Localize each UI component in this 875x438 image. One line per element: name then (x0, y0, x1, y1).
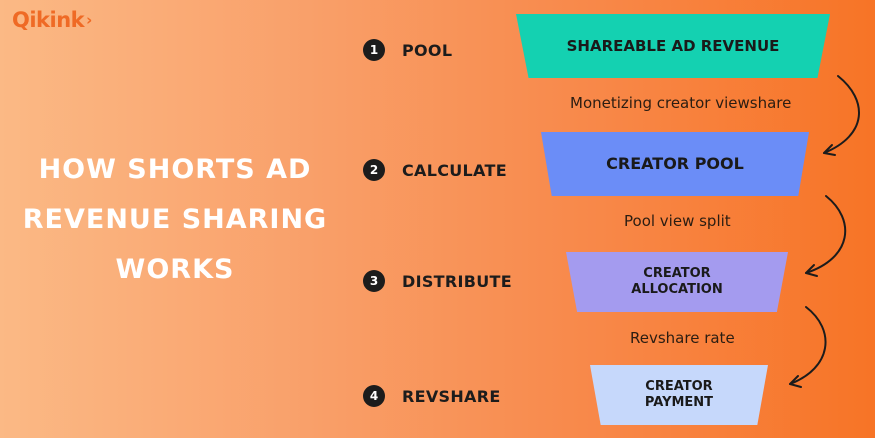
funnel-shareable-ad-revenue: SHAREABLE AD REVENUE (516, 14, 830, 78)
funnel-label-line-2: PAYMENT (644, 395, 714, 410)
funnel-creator-payment: CREATOR PAYMENT (590, 365, 768, 425)
connector-label-viewshare: Monetizing creator viewshare (570, 94, 792, 112)
step-label: CALCULATE (402, 160, 507, 180)
step-revshare: 4 REVSHARE (363, 385, 501, 407)
step-distribute: 3 DISTRIBUTE (363, 270, 512, 292)
step-pool: 1 POOL (363, 39, 452, 61)
brand-chevron-icon: › (86, 11, 92, 29)
step-label: POOL (402, 40, 453, 60)
step-number-badge: 4 (363, 385, 385, 407)
title-line-1: HOW SHORTS AD (38, 154, 312, 185)
step-calculate: 2 CALCULATE (363, 159, 507, 181)
title-line-2: REVENUE SHARING (22, 204, 328, 235)
step-label: DISTRIBUTE (402, 271, 512, 291)
curved-arrow-2-icon (805, 195, 847, 277)
page-title: HOW SHORTS AD REVENUE SHARING WORKS (10, 145, 340, 295)
funnel-label-line-1: CREATOR (643, 266, 711, 282)
title-line-3: WORKS (115, 254, 235, 285)
curved-arrow-3-icon (789, 306, 827, 388)
brand-name: Qikink (12, 8, 85, 32)
funnel-creator-allocation: CREATOR ALLOCATION (566, 252, 788, 312)
connector-label-view-split: Pool view split (624, 212, 731, 230)
curved-arrow-1-icon (823, 75, 860, 156)
brand-logo: Qikink› (12, 8, 92, 32)
funnel-creator-pool: CREATOR POOL (541, 132, 809, 196)
funnel-label-line-1: SHAREABLE AD REVENUE (566, 37, 780, 55)
connector-label-revshare-rate: Revshare rate (630, 329, 735, 347)
step-number-badge: 3 (363, 270, 385, 292)
funnel-label-line-2: ALLOCATION (631, 282, 723, 297)
funnel-label-line-1: CREATOR POOL (606, 154, 744, 174)
step-number-badge: 2 (363, 159, 385, 181)
funnel-label-line-1: CREATOR (645, 379, 713, 395)
step-number-badge: 1 (363, 39, 385, 61)
step-label: REVSHARE (402, 386, 501, 406)
